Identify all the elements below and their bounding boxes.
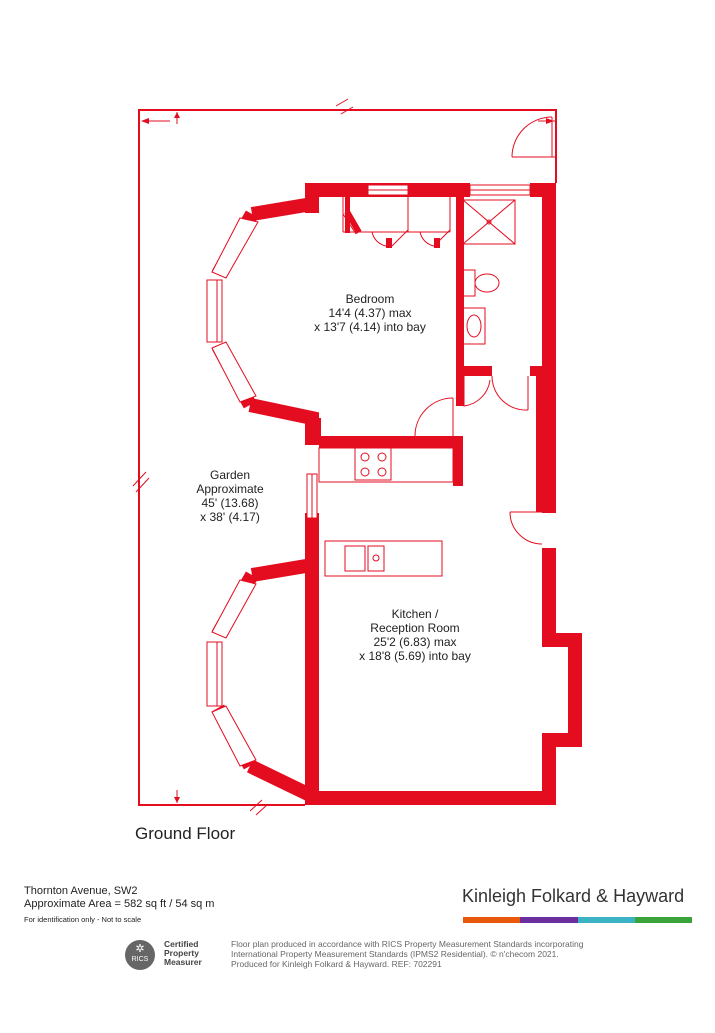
wardrobe-fill <box>344 197 440 248</box>
kitchen-name-1: Kitchen / <box>391 607 439 621</box>
agency-logo: Kinleigh Folkard & Hayward <box>462 886 685 906</box>
garden-name: Garden <box>209 468 251 482</box>
bedroom-dim-1: 14'4 (4.37) max <box>328 306 412 320</box>
bedroom-bay-windows <box>206 217 259 403</box>
outer-walls <box>305 183 582 805</box>
dimension-arrows <box>141 112 554 803</box>
bedroom-dim-2: x 13'7 (4.14) into bay <box>314 320 426 334</box>
kitchen-dim-2: x 18'8 (5.69) into bay <box>359 649 471 663</box>
interior-doors <box>414 375 543 545</box>
entrance-door <box>511 116 556 158</box>
brand-bar-segment-4 <box>634 917 692 923</box>
kitchen-name-2: Reception Room <box>370 621 460 635</box>
property-info: Thornton Avenue, SW2 Approximate Area = … <box>24 885 214 926</box>
disclaimer-line-1: Floor plan produced in accordance with R… <box>231 939 584 949</box>
kitchen-label: Kitchen / Reception Room 25'2 (6.83) max… <box>345 607 485 663</box>
bathroom-fixtures <box>462 199 516 345</box>
rics-badge: ✲ RICS Certified Property Measurer <box>125 940 220 973</box>
garden-dim-2: x 38' (4.17) <box>200 510 260 524</box>
kitchen-dim-1: 25'2 (6.83) max <box>373 635 457 649</box>
bedroom-label: Bedroom 14'4 (4.37) max x 13'7 (4.14) in… <box>305 292 435 334</box>
rics-logo-icon: ✲ RICS <box>125 940 155 970</box>
rics-label: Certified Property Measurer <box>164 940 202 967</box>
rics-logo-text: RICS <box>131 956 149 963</box>
rics-line-3: Measurer <box>164 957 202 967</box>
garden-line2: Approximate <box>196 482 264 496</box>
property-note: For identification only - Not to scale <box>24 915 142 924</box>
disclaimer: Floor plan produced in accordance with R… <box>231 939 611 969</box>
internal-walls <box>307 197 544 512</box>
side-window <box>306 473 318 519</box>
wardrobe <box>342 197 451 247</box>
garden-label: Garden Approximate 45' (13.68) x 38' (4.… <box>165 468 295 524</box>
kitchen-sink <box>324 540 443 577</box>
rics-line-2: Property <box>164 948 199 958</box>
disclaimer-line-2: International Property Measurement Stand… <box>231 949 559 959</box>
floor-title: Ground Floor <box>135 824 236 843</box>
kitchen-bay-windows <box>206 579 257 767</box>
top-windows <box>367 184 531 196</box>
garden-dim-1: 45' (13.68) <box>201 496 259 510</box>
property-area: Approximate Area = 582 sq ft / 54 sq m <box>24 898 215 910</box>
brand-bar-segment-3 <box>577 917 635 923</box>
rics-line-1: Certified <box>164 939 199 949</box>
property-address: Thornton Avenue, SW2 <box>24 885 138 897</box>
bedroom-name: Bedroom <box>345 292 395 306</box>
disclaimer-line-3: Produced for Kinleigh Folkard & Hayward.… <box>231 959 442 969</box>
rics-glyph-icon: ✲ <box>135 943 145 955</box>
kitchen-hob <box>318 447 454 483</box>
brand-bar-segment-1 <box>463 917 521 923</box>
brand-bar-segment-2 <box>520 917 578 923</box>
brand-color-bar <box>463 917 692 923</box>
break-marks <box>132 98 354 816</box>
floor-plan <box>132 98 582 816</box>
